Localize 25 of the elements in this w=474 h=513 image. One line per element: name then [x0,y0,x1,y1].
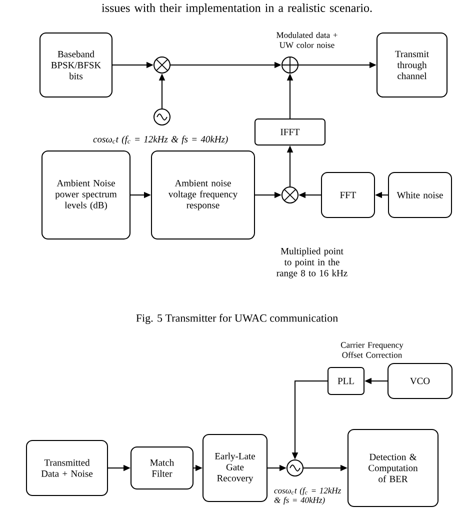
figure-caption: Fig. 5 Transmitter for UWAC communication [136,314,338,324]
process-box: Ambient Noise power spectrum levels (dB) [42,150,130,240]
process-box: VCO [388,363,452,399]
multiplier-symbol [282,186,298,204]
process-box: Early-Late Gate Recovery [202,434,268,502]
oscillator-symbol [286,460,304,476]
formula-text: cosω$_{c}$t (f$_{c}$ = 12kHz & fs = 40kHz) [93,136,228,144]
formula-text: cosω$_{c}$t (f$_{c}$ = 12kHz & fs = 40kHz) [274,487,342,505]
process-box: Detection & Computation of BER [348,429,438,507]
annotation-text: Carrier Frequency Offset Correction [340,342,404,358]
multiplier-symbol [154,56,170,74]
process-box: Baseband BPSK/BFSK bits [40,32,112,98]
annotation-text: Modulated data + UW color noise [276,32,338,48]
process-box: White noise [388,172,452,218]
process-box: IFFT [254,118,326,146]
oscillator-symbol [154,108,170,126]
body-text: issues with their implementation in a realistic scenario. [102,4,372,14]
annotation-text: Multiplied point to point in the range 8 to 16 kHz [276,248,348,278]
process-box: Ambient noise voltage frequency response [151,150,255,240]
process-box: Transmit through channel [376,32,448,98]
process-box: Match Filter [130,446,194,490]
process-box: FFT [321,172,375,218]
adder-symbol [282,56,298,74]
process-box: Transmitted Data + Noise [26,440,108,496]
process-box: PLL [328,367,364,395]
